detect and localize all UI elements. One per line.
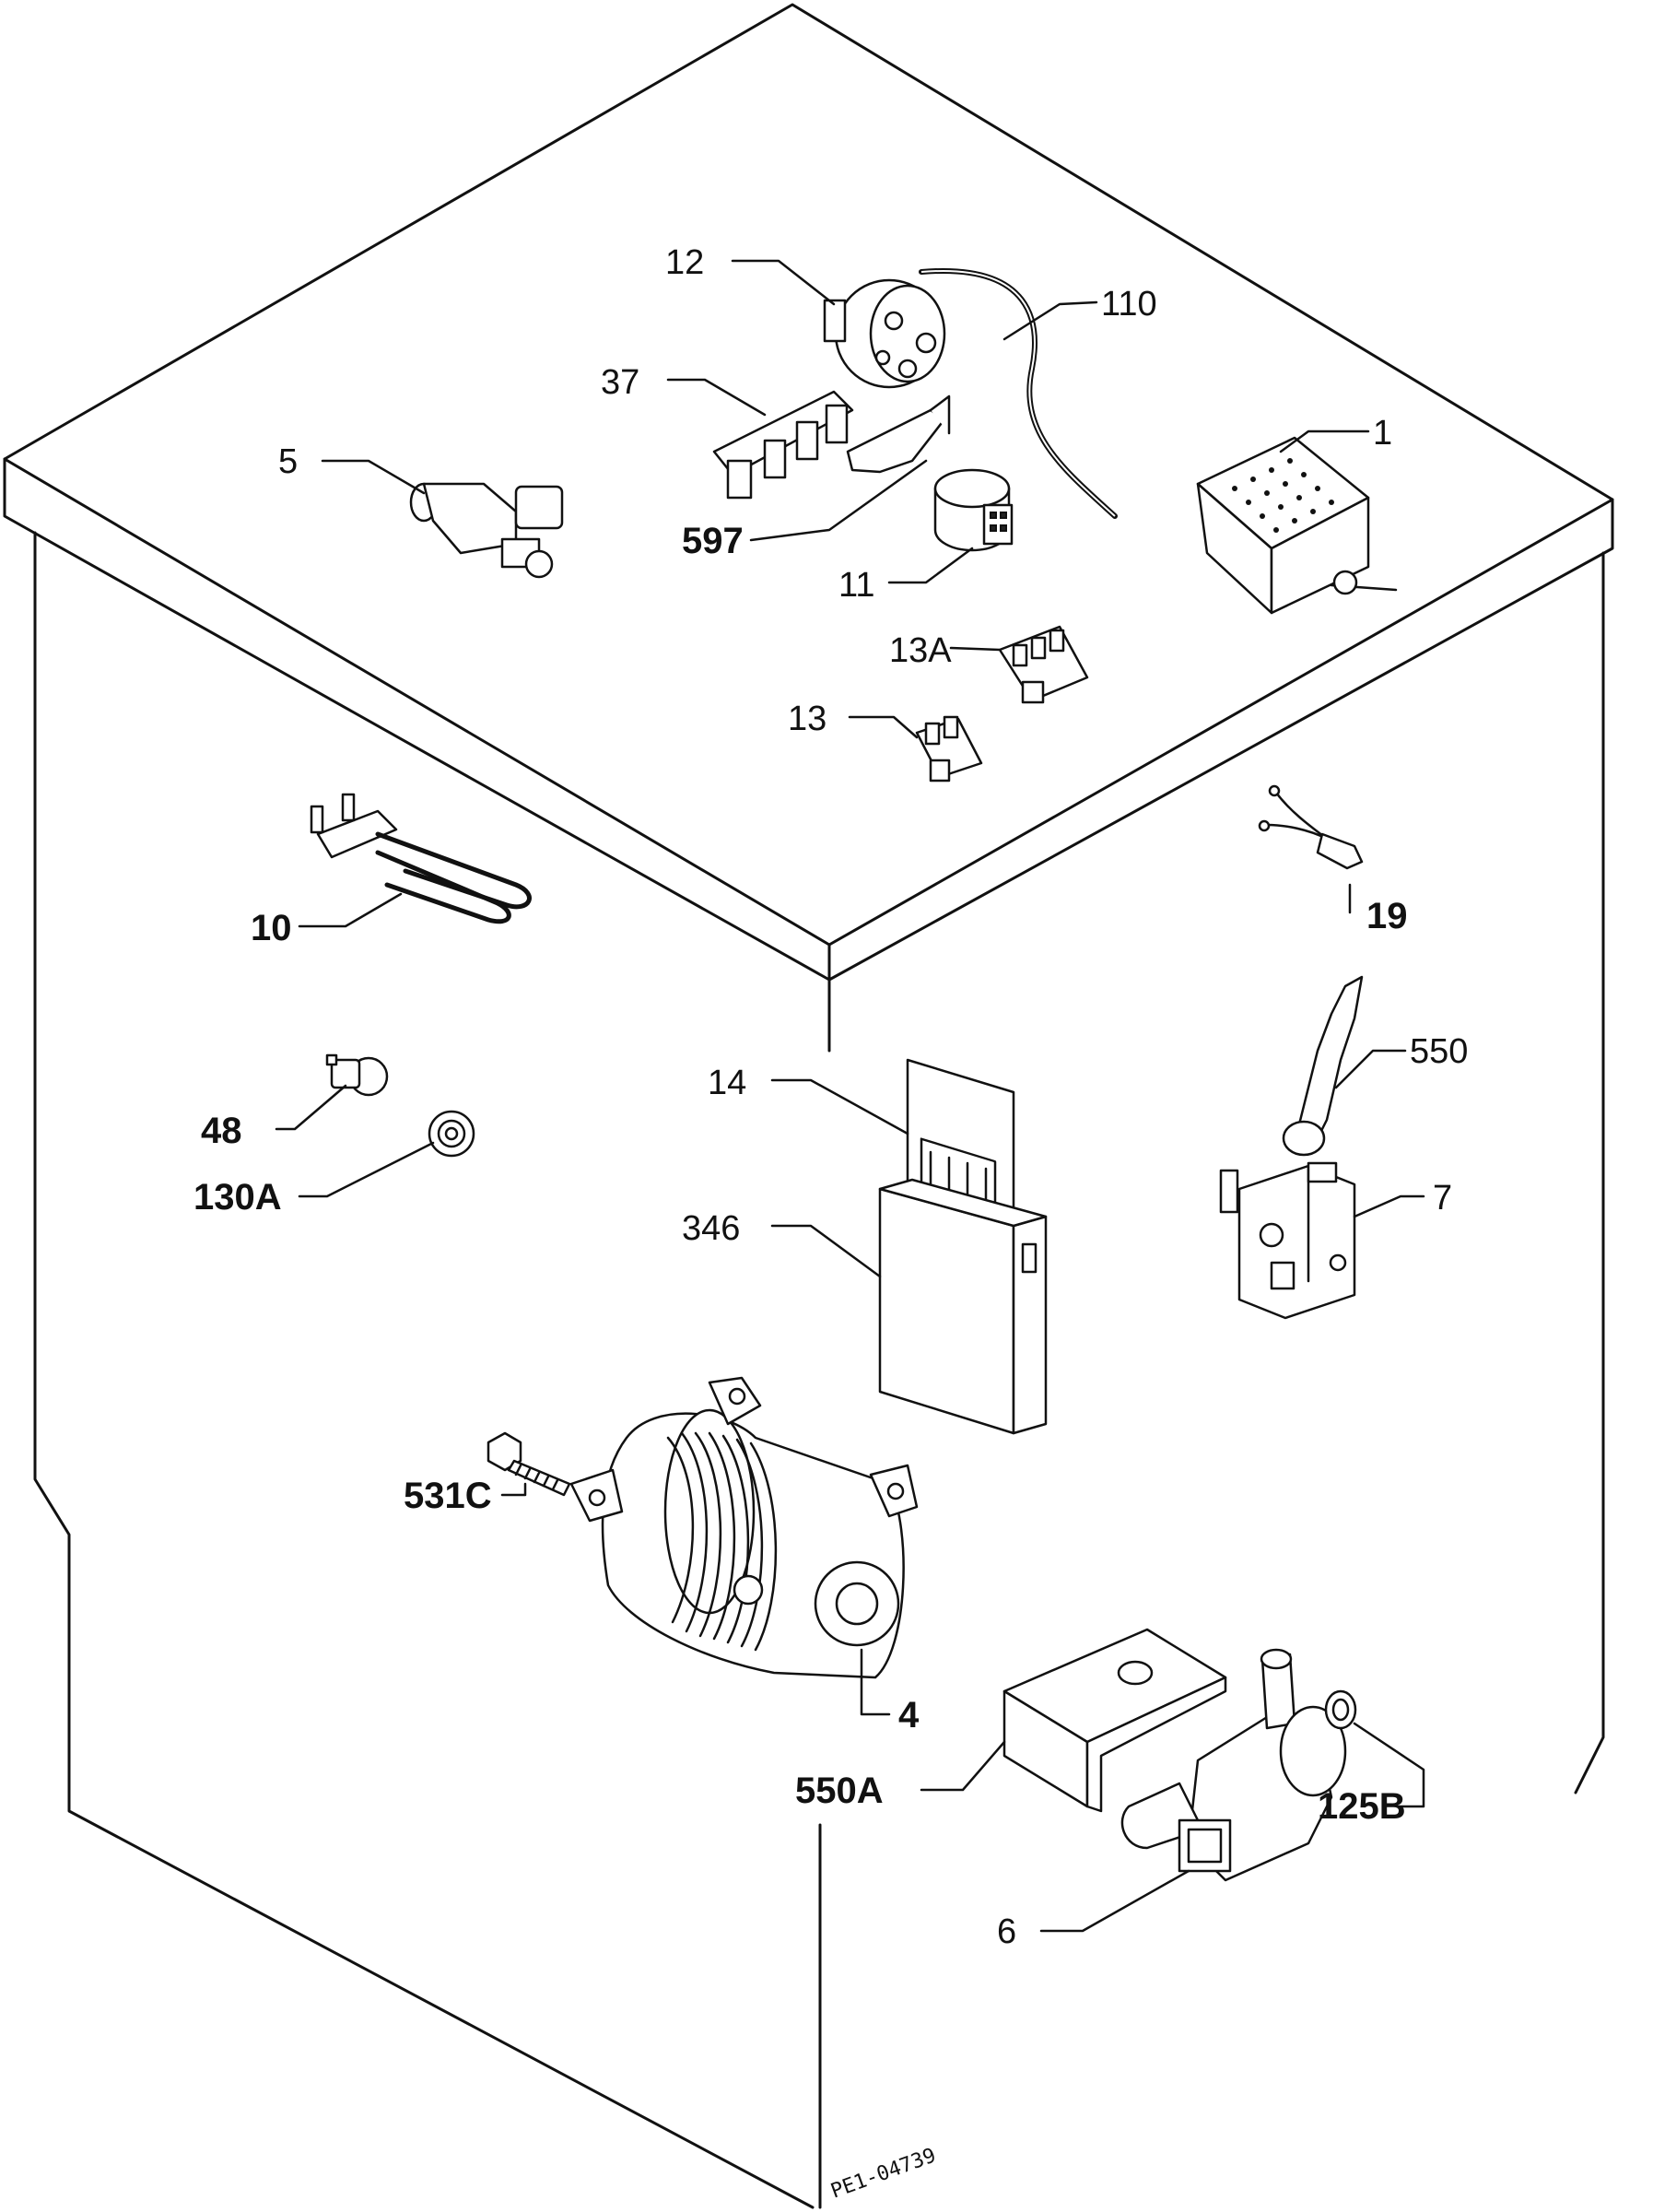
label-11: 11: [838, 566, 874, 605]
label-110: 110: [1101, 285, 1157, 324]
leader-lines: [275, 259, 1425, 1933]
label-531C: 531C: [404, 1476, 492, 1516]
label-346: 346: [682, 1209, 740, 1248]
hose-fitting-part-5: [409, 482, 564, 579]
programme-selector-part-1: [1196, 436, 1398, 615]
hose-part-110-inner: [920, 269, 1116, 517]
capacitor-part-11: [933, 468, 1014, 552]
label-12: 12: [665, 243, 704, 282]
door-interlock-part-7: [1219, 1161, 1356, 1320]
selector-dot-grid: [1232, 458, 1334, 533]
bushing-part-130A: [428, 1110, 475, 1158]
label-7: 7: [1433, 1179, 1452, 1218]
label-5: 5: [278, 442, 298, 481]
label-4: 4: [898, 1695, 920, 1735]
card-holder-part-346: [878, 1178, 1048, 1435]
terminal-block-part-37: [712, 390, 854, 500]
label-13A: 13A: [889, 631, 952, 670]
door-lever-part-550: [1282, 975, 1364, 1157]
bracket-part-597: [846, 394, 951, 474]
seal-ring-part-125B: [1324, 1689, 1357, 1730]
connector-part-13A: [998, 625, 1089, 704]
label-1: 1: [1373, 414, 1392, 453]
label-48: 48: [201, 1111, 242, 1151]
label-14: 14: [708, 1064, 746, 1102]
heating-element-part-10: [310, 793, 532, 924]
label-10: 10: [251, 908, 292, 948]
motor-windings: [666, 1431, 778, 1652]
label-597: 597: [682, 521, 744, 561]
indicator-lamp-part-48: [325, 1053, 389, 1097]
drawing-code: PE1-04739: [828, 2144, 940, 2203]
cabinet-outline: [3, 3, 1614, 2209]
part-labels: 12 110 37 5 597 11 1 13A 13 19 10 48 130…: [193, 243, 1468, 1951]
bolt-part-531C: [487, 1431, 571, 1497]
label-125B: 125B: [1318, 1786, 1406, 1827]
label-37: 37: [601, 363, 639, 402]
label-130A: 130A: [193, 1177, 282, 1218]
shield-part-550A: [1002, 1628, 1227, 1813]
label-550: 550: [1410, 1032, 1468, 1071]
drain-pump-part-6: [1120, 1648, 1347, 1882]
connector-part-13: [915, 715, 983, 782]
label-6: 6: [997, 1912, 1016, 1951]
sensor-part-19: [1258, 784, 1364, 870]
bolt-thread: [514, 1464, 559, 1491]
label-13: 13: [788, 700, 826, 738]
pressure-switch-part-12: [823, 278, 946, 389]
label-19: 19: [1366, 896, 1408, 936]
motor-part-4: [569, 1376, 919, 1679]
label-550A: 550A: [795, 1771, 884, 1811]
